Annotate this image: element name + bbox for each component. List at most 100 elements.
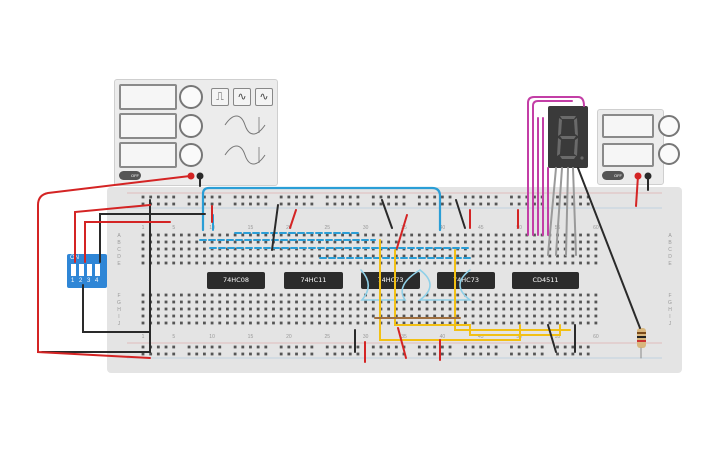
terminal-hole[interactable] [287, 233, 291, 237]
terminal-hole[interactable] [272, 321, 275, 325]
terminal-hole[interactable] [548, 261, 552, 265]
rail-hole[interactable] [164, 345, 168, 349]
terminal-hole[interactable] [141, 300, 145, 304]
rail-hole[interactable] [394, 345, 398, 349]
terminal-hole[interactable] [164, 254, 168, 258]
terminal-hole[interactable] [533, 233, 536, 237]
terminal-hole[interactable] [195, 233, 199, 237]
terminal-hole[interactable] [556, 314, 559, 318]
terminal-hole[interactable] [141, 293, 145, 297]
terminal-hole[interactable] [479, 307, 483, 311]
terminal-hole[interactable] [533, 293, 536, 297]
terminal-hole[interactable] [563, 300, 567, 304]
terminal-hole[interactable] [371, 247, 375, 251]
terminal-hole[interactable] [256, 321, 260, 325]
terminal-hole[interactable] [402, 307, 406, 311]
terminal-hole[interactable] [425, 254, 429, 258]
terminal-hole[interactable] [172, 321, 176, 325]
terminal-hole[interactable] [510, 240, 513, 244]
terminal-hole[interactable] [463, 247, 467, 251]
terminal-hole[interactable] [556, 261, 559, 265]
terminal-hole[interactable] [341, 240, 344, 244]
terminal-hole[interactable] [448, 233, 452, 237]
rail-hole[interactable] [448, 195, 452, 199]
terminal-hole[interactable] [264, 233, 268, 237]
terminal-hole[interactable] [233, 233, 237, 237]
terminal-hole[interactable] [525, 247, 529, 251]
rail-hole[interactable] [540, 352, 544, 356]
terminal-hole[interactable] [563, 247, 567, 251]
rail-hole[interactable] [279, 352, 283, 356]
terminal-hole[interactable] [387, 293, 391, 297]
rail-hole[interactable] [433, 352, 437, 356]
terminal-hole[interactable] [571, 307, 575, 311]
rail-hole[interactable] [348, 345, 352, 349]
terminal-hole[interactable] [272, 293, 275, 297]
rail-hole[interactable] [563, 352, 567, 356]
terminal-hole[interactable] [387, 254, 391, 258]
rail-hole[interactable] [556, 195, 559, 199]
terminal-hole[interactable] [264, 300, 268, 304]
terminal-hole[interactable] [525, 240, 529, 244]
terminal-hole[interactable] [264, 307, 268, 311]
dip-lever-3[interactable] [87, 264, 92, 276]
rail-hole[interactable] [471, 202, 475, 206]
terminal-hole[interactable] [417, 293, 421, 297]
terminal-hole[interactable] [417, 314, 421, 318]
rail-hole[interactable] [402, 352, 406, 356]
terminal-hole[interactable] [433, 254, 437, 258]
terminal-hole[interactable] [210, 307, 214, 311]
terminal-hole[interactable] [241, 233, 245, 237]
rail-hole[interactable] [302, 202, 306, 206]
terminal-hole[interactable] [402, 300, 406, 304]
terminal-hole[interactable] [456, 300, 460, 304]
terminal-hole[interactable] [179, 307, 183, 311]
terminal-hole[interactable] [287, 321, 291, 325]
terminal-hole[interactable] [218, 314, 222, 318]
rail-hole[interactable] [141, 352, 145, 356]
terminal-hole[interactable] [579, 233, 582, 237]
terminal-hole[interactable] [548, 321, 552, 325]
terminal-hole[interactable] [287, 240, 291, 244]
terminal-hole[interactable] [387, 240, 391, 244]
terminal-hole[interactable] [379, 261, 383, 265]
terminal-hole[interactable] [333, 254, 337, 258]
rail-hole[interactable] [295, 202, 298, 206]
terminal-hole[interactable] [540, 293, 544, 297]
rail-hole[interactable] [417, 345, 421, 349]
terminal-hole[interactable] [456, 261, 460, 265]
terminal-hole[interactable] [264, 247, 268, 251]
terminal-hole[interactable] [394, 293, 398, 297]
terminal-hole[interactable] [417, 233, 421, 237]
terminal-hole[interactable] [256, 307, 260, 311]
terminal-hole[interactable] [425, 240, 429, 244]
terminal-hole[interactable] [571, 240, 575, 244]
chip-cd4511[interactable]: CD4511 [512, 272, 579, 289]
terminal-hole[interactable] [494, 300, 498, 304]
rail-hole[interactable] [203, 345, 206, 349]
terminal-hole[interactable] [356, 233, 360, 237]
terminal-hole[interactable] [463, 307, 467, 311]
terminal-hole[interactable] [502, 261, 506, 265]
terminal-hole[interactable] [487, 293, 490, 297]
terminal-hole[interactable] [302, 321, 306, 325]
terminal-hole[interactable] [325, 293, 329, 297]
terminal-hole[interactable] [341, 293, 344, 297]
rail-hole[interactable] [249, 345, 252, 349]
terminal-hole[interactable] [172, 307, 176, 311]
rail-hole[interactable] [341, 195, 344, 199]
terminal-hole[interactable] [502, 247, 506, 251]
terminal-hole[interactable] [402, 321, 406, 325]
terminal-hole[interactable] [210, 240, 214, 244]
terminal-hole[interactable] [456, 321, 460, 325]
rail-hole[interactable] [210, 195, 214, 199]
terminal-hole[interactable] [179, 254, 183, 258]
terminal-hole[interactable] [379, 254, 383, 258]
terminal-hole[interactable] [540, 300, 544, 304]
terminal-hole[interactable] [264, 321, 268, 325]
terminal-hole[interactable] [226, 300, 229, 304]
terminal-hole[interactable] [433, 314, 437, 318]
terminal-hole[interactable] [494, 321, 498, 325]
terminal-hole[interactable] [417, 321, 421, 325]
terminal-hole[interactable] [348, 321, 352, 325]
